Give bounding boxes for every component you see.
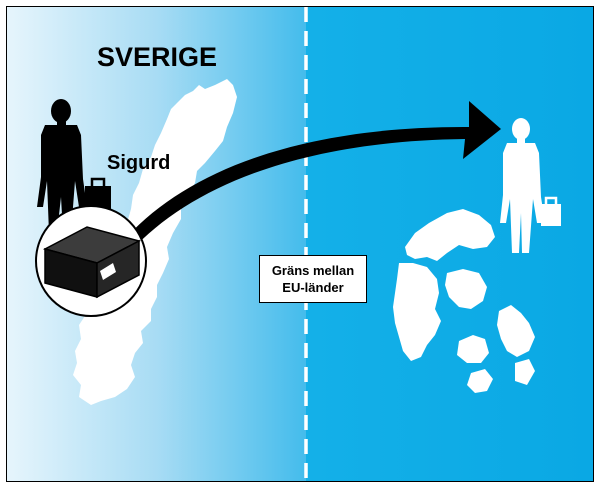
businessman-destination-icon (500, 118, 545, 253)
briefcase-destination-icon (541, 196, 561, 226)
border-label-line2: EU-länder (282, 280, 344, 295)
sweden-map (73, 79, 237, 405)
denmark-map (393, 209, 535, 393)
border-label-line1: Gräns mellan (271, 263, 355, 278)
country-title: SVERIGE (97, 42, 218, 72)
arrow-icon (119, 101, 501, 251)
scene-svg (7, 7, 593, 481)
package-icon (35, 205, 147, 317)
businessman-icon (37, 99, 87, 233)
person-label: Sigurd (107, 152, 171, 174)
illustration-frame: SVERIGE Sigurd Gräns mellan EU-länder (6, 6, 594, 482)
border-label-box: Gräns mellan EU-länder (259, 255, 367, 303)
